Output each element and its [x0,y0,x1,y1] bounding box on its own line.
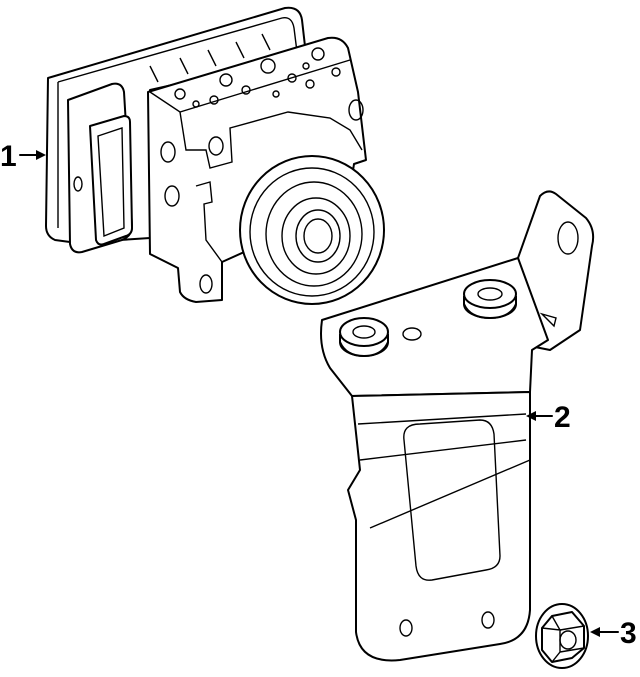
callout-3: 3 [590,617,637,650]
callout-number-3: 3 [620,617,637,650]
flange-nut [535,603,589,669]
bracket-stud [463,279,517,319]
callout-2: 2 [526,401,571,434]
bracket-stud [339,317,389,357]
callout-1: 1 [0,140,46,173]
arrowhead-3 [590,627,600,637]
arrowhead-1 [36,150,46,160]
callout-number-1: 1 [0,140,17,173]
callout-number-2: 2 [554,401,571,434]
abs-modulator-unit [45,6,385,305]
mounting-bracket [320,190,595,662]
arrowhead-2 [526,411,536,421]
